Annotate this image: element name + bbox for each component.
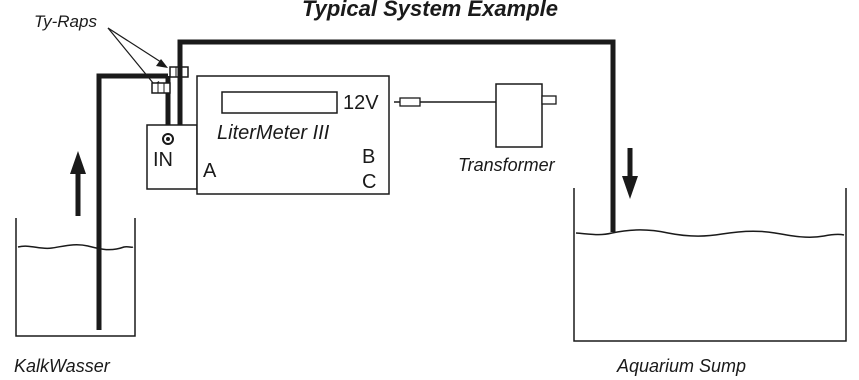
ty-raps-leaders — [107, 27, 165, 90]
intake-flow-arrow-icon — [70, 151, 86, 174]
kalkwasser-water-surface — [17, 244, 134, 251]
sump-water-surface — [575, 229, 845, 238]
kalkwasser-container — [15, 218, 136, 337]
transformer-label: Transformer — [458, 155, 556, 175]
sump-label: Aquarium Sump — [616, 356, 746, 376]
sump-container — [573, 188, 847, 342]
voltage-label: 12V — [343, 92, 379, 114]
ty-rap-clip-lower — [151, 82, 171, 94]
diagram-title: Typical System Example — [302, 0, 558, 21]
outlet-tube — [177, 39, 616, 232]
power-plug-icon — [399, 97, 421, 107]
ty-rap-arrow-top — [156, 59, 168, 68]
transformer-unit — [495, 83, 543, 148]
port-c-label: C — [362, 171, 376, 193]
transformer-prongs-icon — [541, 95, 557, 105]
outlet-flow-arrow-icon — [622, 176, 638, 199]
in-port-label: IN — [153, 149, 173, 171]
litermeter-display — [221, 91, 338, 114]
kalkwasser-label: KalkWasser — [14, 356, 111, 376]
port-a-label: A — [203, 160, 217, 182]
intake-tube — [96, 73, 168, 330]
ty-raps-label: Ty-Raps — [34, 12, 97, 31]
port-b-label: B — [362, 146, 375, 168]
device-name-label: LiterMeter III — [217, 122, 330, 144]
